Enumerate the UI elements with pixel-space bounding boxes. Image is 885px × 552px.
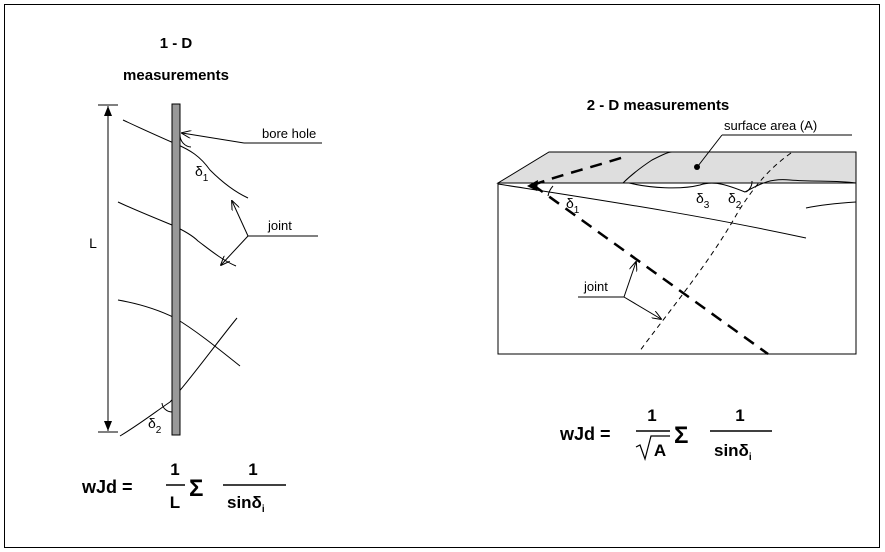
bore-hole xyxy=(171,103,181,436)
bore-hole-label: bore hole xyxy=(262,126,316,141)
top-surface xyxy=(498,152,856,183)
formula-2d-denominator-1: A xyxy=(654,441,666,460)
angle-delta-2-right: δ2 xyxy=(728,190,742,211)
surface-area-label: surface area (A) xyxy=(724,118,817,133)
angle-delta-2-left: δ2 xyxy=(148,415,162,436)
formula-1d: wJd = 1 L Σ 1 sinδi xyxy=(81,460,286,515)
bore-hole-arrow xyxy=(182,133,245,144)
length-label: L xyxy=(89,235,97,251)
angle-arc-right-2 xyxy=(745,180,753,193)
dashed-joint-thick xyxy=(532,183,769,356)
formula-1d-numerator-1: 1 xyxy=(170,460,179,479)
angle-delta-1-right: δ1 xyxy=(566,195,580,216)
formula-2d-sqrt xyxy=(635,435,670,462)
formula-2d: wJd = 1 A Σ 1 sinδi xyxy=(559,406,772,463)
one-d-panel: 1 - D measurements L δ1 δ2 bore hole xyxy=(81,35,322,515)
formula-1d-numerator-2: 1 xyxy=(248,460,257,479)
angle-delta-1-left: δ1 xyxy=(195,163,209,184)
formula-1d-lhs: wJd = xyxy=(81,477,133,497)
one-d-title-line1: 1 - D xyxy=(160,35,193,52)
formula-1d-denominator-1: L xyxy=(170,493,180,512)
surface-area-pointer xyxy=(697,134,723,167)
formula-2d-denominator-2: sinδi xyxy=(714,441,752,463)
surface-trace-ridge xyxy=(622,151,673,184)
surface-joint-trace xyxy=(628,179,857,193)
joint-label-1d: joint xyxy=(267,218,292,233)
joint-start-arrow xyxy=(527,180,538,191)
formula-1d-sigma: Σ xyxy=(189,475,203,502)
surface-area-dot xyxy=(694,164,700,170)
block-front-face xyxy=(497,182,857,355)
joint-label-2d: joint xyxy=(583,279,608,294)
two-d-title: 2 - D measurements xyxy=(587,97,730,114)
formula-2d-numerator-1: 1 xyxy=(647,406,656,425)
formula-2d-sigma: Σ xyxy=(674,422,688,449)
right-joint-trace xyxy=(805,201,857,209)
length-dimension xyxy=(98,104,118,433)
joint-arrow-upper xyxy=(232,201,249,237)
joint-arrow-lower xyxy=(221,235,249,265)
two-d-panel: 2 - D measurements δ1 δ3 δ2 surface area… xyxy=(496,97,857,463)
angle-arc-right-1 xyxy=(547,185,554,197)
formula-2d-lhs: wJd = xyxy=(559,424,611,444)
joint-arrow-2d-up xyxy=(623,262,636,298)
angle-delta-3-right: δ3 xyxy=(696,190,710,211)
joint-arrow-2d-down xyxy=(623,296,661,319)
diagram-frame xyxy=(4,4,880,548)
front-joint-trace xyxy=(497,183,807,239)
angle-arc-2 xyxy=(161,402,173,413)
one-d-title-line2: measurements xyxy=(123,67,229,84)
dashed-joint-surface xyxy=(532,154,628,187)
formula-1d-denominator-2: sinδi xyxy=(227,493,265,515)
formula-2d-numerator-2: 1 xyxy=(735,406,744,425)
angle-arc-1 xyxy=(179,134,192,148)
dashed-joint-thin xyxy=(638,152,792,353)
joint-traces-1d xyxy=(117,119,249,437)
